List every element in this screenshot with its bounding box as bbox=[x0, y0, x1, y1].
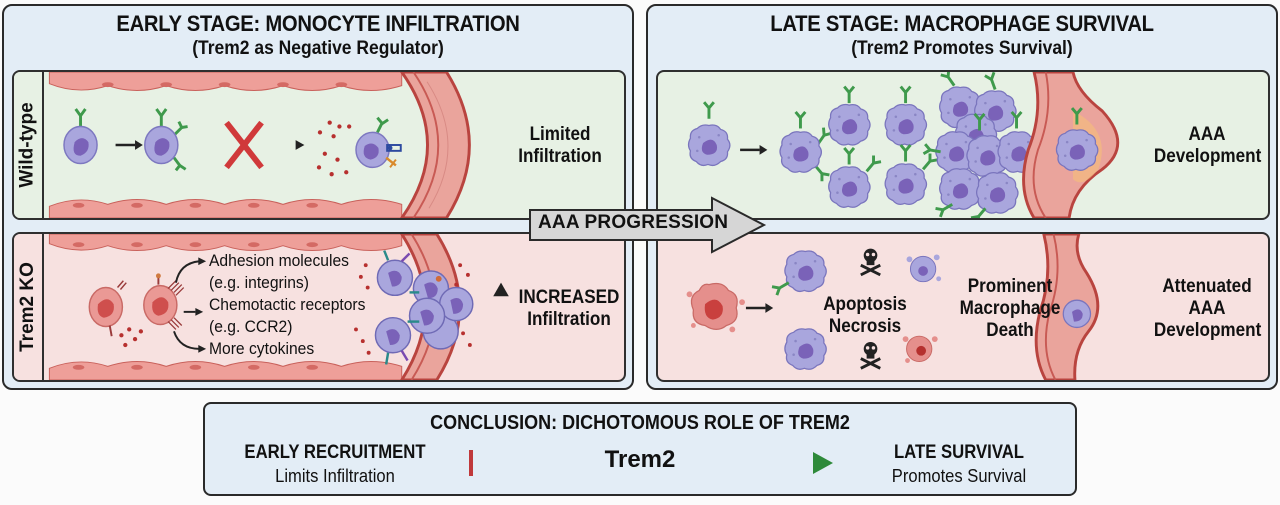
conclusion-panel: CONCLUSION: DICHOTOMOUS ROLE OF TREM2 EA… bbox=[203, 402, 1077, 496]
monocyte-cell-activated bbox=[144, 108, 188, 172]
late-wild-type-outcome-text: AAA Development bbox=[1153, 124, 1262, 167]
conclusion-arrows bbox=[469, 450, 833, 476]
effect-arrows bbox=[173, 260, 200, 350]
inhibition-bar-icon bbox=[469, 450, 585, 476]
macrophage-cell-activated bbox=[779, 110, 833, 183]
skull-crossbones-icon bbox=[859, 247, 882, 277]
aneurysm-wall bbox=[1022, 72, 1120, 218]
necrotic-cell bbox=[902, 335, 938, 363]
aaa-progression-arrow: AAA PROGRESSION bbox=[528, 196, 768, 254]
early-trem2-ko-illustration bbox=[48, 234, 509, 380]
apoptotic-cell bbox=[906, 254, 942, 283]
early-recruitment-heading: EARLY RECRUITMENT bbox=[244, 442, 426, 463]
skull-crossbones-icon bbox=[859, 340, 882, 370]
early-recruitment-block: EARLY RECRUITMENT Limits Infiltration bbox=[215, 442, 455, 487]
macrophage-group bbox=[828, 72, 1041, 218]
late-survival-block: LATE SURVIVAL Promotes Survival bbox=[845, 442, 1073, 487]
late-survival-heading: LATE SURVIVAL bbox=[893, 442, 1025, 463]
late-wild-type-row: AAA Development bbox=[656, 70, 1270, 220]
effect-item-example: (e.g. CCR2) bbox=[209, 317, 293, 336]
early-recruitment-sub: Limits Infiltration bbox=[275, 466, 395, 486]
adhering-monocyte bbox=[355, 116, 402, 169]
row-label-wild-type: Wild-type bbox=[14, 72, 44, 218]
aneurysm-wall-attenuated bbox=[1034, 234, 1100, 380]
endothelium-bottom bbox=[48, 199, 403, 218]
endothelium-top bbox=[48, 72, 403, 91]
wild-type-outcome-text: Limited Infiltration bbox=[518, 124, 602, 167]
row-label-trem2-ko: Trem2 KO bbox=[14, 234, 44, 380]
late-wild-type-illustration bbox=[687, 72, 1120, 218]
ko-monocyte-activated bbox=[143, 273, 185, 330]
macrophage-cell bbox=[687, 100, 731, 167]
promotion-arrow-icon bbox=[695, 452, 833, 474]
ko-cytokine-dots bbox=[119, 327, 144, 348]
early-stage-panel: EARLY STAGE: MONOCYTE INFILTRATION (Trem… bbox=[2, 4, 634, 390]
ko-outcome-text: INCREASED Infiltration bbox=[518, 287, 620, 330]
endothelium-top bbox=[48, 234, 403, 252]
early-stage-title: EARLY STAGE: MONOCYTE INFILTRATION bbox=[116, 11, 520, 36]
aaa-progression-label: AAA PROGRESSION bbox=[538, 212, 729, 233]
early-wild-type-illustration bbox=[48, 72, 471, 218]
death-mode-text: Apoptosis Necrosis bbox=[823, 294, 907, 337]
effect-item-example: (e.g. integrins) bbox=[209, 273, 309, 292]
effect-item: More cytokines bbox=[209, 339, 315, 358]
big-arrow-icon bbox=[529, 196, 767, 254]
ko-monocyte bbox=[88, 280, 127, 337]
late-trem2-ko-row: Apoptosis Necrosis Prominent Macrophage … bbox=[656, 232, 1270, 382]
effect-item: Chemotactic receptors bbox=[209, 295, 366, 314]
prominent-death-text: Prominent Macrophage Death bbox=[959, 276, 1061, 341]
arrow-icon bbox=[765, 303, 774, 313]
cytokine-dots bbox=[316, 120, 352, 177]
late-stage-panel: LATE STAGE: MACROPHAGE SURVIVAL (Trem2 P… bbox=[646, 4, 1278, 390]
arrow-icon bbox=[135, 140, 143, 150]
arrow-icon bbox=[759, 145, 768, 155]
up-arrow-icon bbox=[493, 282, 509, 327]
trem2-center-label: Trem2 bbox=[604, 446, 676, 473]
macrophage-cell bbox=[784, 250, 827, 293]
red-x-icon bbox=[224, 120, 264, 170]
early-wild-type-row: Wild-type bbox=[12, 70, 626, 220]
effect-item: Adhesion molecules bbox=[209, 251, 349, 270]
monocyte-cell bbox=[63, 108, 98, 165]
dying-macrophage bbox=[686, 282, 745, 333]
late-trem2-ko-illustration bbox=[686, 234, 1100, 380]
infiltrating-monocyte-cluster bbox=[354, 250, 474, 365]
conclusion-title: CONCLUSION: DICHOTOMOUS ROLE OF TREM2 bbox=[430, 412, 850, 434]
early-trem2-ko-row: Trem2 KO bbox=[12, 232, 626, 382]
attenuated-outcome-text: Attenuated AAA Development bbox=[1153, 276, 1262, 341]
vessel-wall bbox=[399, 72, 471, 218]
ko-effects-list: Adhesion molecules (e.g. integrins) Chem… bbox=[209, 250, 365, 360]
early-stage-subtitle: (Trem2 as Negative Regulator) bbox=[192, 38, 444, 59]
late-survival-sub: Promotes Survival bbox=[891, 466, 1027, 486]
endothelium-bottom bbox=[48, 361, 403, 380]
late-stage-subtitle: (Trem2 Promotes Survival) bbox=[851, 38, 1073, 59]
late-stage-title: LATE STAGE: MACROPHAGE SURVIVAL bbox=[770, 11, 1154, 36]
